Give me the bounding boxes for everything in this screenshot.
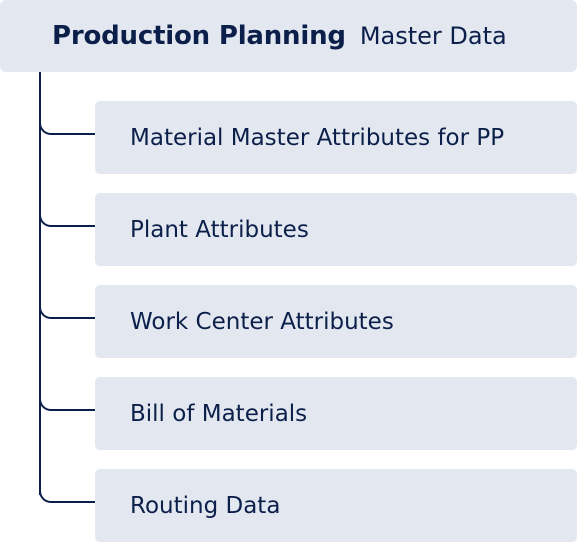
child-label: Plant Attributes: [130, 216, 309, 243]
root-subtitle: Master Data: [359, 22, 507, 50]
child-node-bill-of-materials: Bill of Materials: [95, 377, 577, 450]
branch-connector-1: [39, 113, 95, 135]
branch-connector-2: [39, 205, 95, 227]
child-label: Routing Data: [130, 492, 281, 519]
child-label: Material Master Attributes for PP: [130, 124, 505, 151]
child-node-routing-data: Routing Data: [95, 469, 577, 542]
root-title: Production Planning: [52, 21, 346, 51]
tree-trunk-line: [39, 72, 41, 495]
child-node-work-center: Work Center Attributes: [95, 285, 577, 358]
branch-connector-5: [39, 481, 95, 503]
branch-connector-3: [39, 297, 95, 319]
child-node-plant-attributes: Plant Attributes: [95, 193, 577, 266]
branch-connector-4: [39, 389, 95, 411]
child-label: Work Center Attributes: [130, 308, 394, 335]
child-label: Bill of Materials: [130, 400, 308, 427]
child-node-material-master: Material Master Attributes for PP: [95, 101, 577, 174]
root-node: Production Planning Master Data: [0, 0, 577, 72]
